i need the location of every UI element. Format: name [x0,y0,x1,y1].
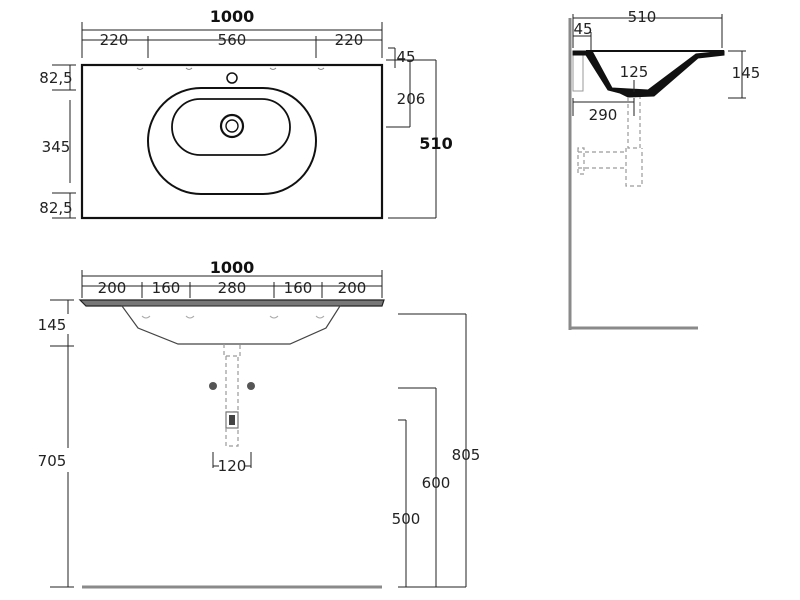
top-left-mid-label: 345 [42,138,71,156]
side-view: 510 45 125 145 290 [568,8,761,330]
front-705-label: 705 [38,452,67,470]
front-slab [78,299,385,307]
top-seg-mid-label: 560 [218,31,247,49]
drain-inner-icon [225,119,239,133]
bowl-inner [171,98,291,156]
side-145-label: 145 [732,64,761,82]
top-width-label: 1000 [210,7,255,26]
tap-hole-icon [226,72,238,84]
top-depth-label: 510 [419,134,452,153]
top-left-a-label: 82,5 [39,69,72,87]
front-s1-label: 200 [98,279,127,297]
front-500-label: 500 [392,510,421,528]
front-s4-label: 160 [284,279,313,297]
tap-hole-marks [136,67,325,70]
top-side-45-label: 45 [396,48,415,66]
top-left-b-label: 82,5 [39,199,72,217]
basin-top-outline [80,63,384,220]
front-bowl-body [120,305,342,345]
front-s2-label: 160 [152,279,181,297]
front-805-label: 805 [452,446,481,464]
top-seg-left-label: 220 [100,31,129,49]
front-width-label: 1000 [210,258,255,277]
front-600-label: 600 [422,474,451,492]
valve-left-icon [209,382,217,390]
side-290-label: 290 [589,106,618,124]
wall-fixing [572,52,584,92]
top-view: 1000 220 560 220 82,5 345 82 [39,7,453,220]
side-125-label: 125 [620,63,649,81]
valve-right-icon [247,382,255,390]
drain-outer-icon [219,113,245,139]
front-s3-label: 280 [218,279,247,297]
front-145-label: 145 [38,316,67,334]
bowl-outer [147,87,317,195]
top-seg-right-label: 220 [335,31,364,49]
basin-profile [572,50,725,98]
side-45-label: 45 [573,20,592,38]
front-view: 1000 200 160 280 160 200 120 [38,258,481,589]
front-120-label: 120 [218,457,247,475]
front-s5-label: 200 [338,279,367,297]
top-side-206-label: 206 [397,90,426,108]
side-510-label: 510 [628,8,657,26]
